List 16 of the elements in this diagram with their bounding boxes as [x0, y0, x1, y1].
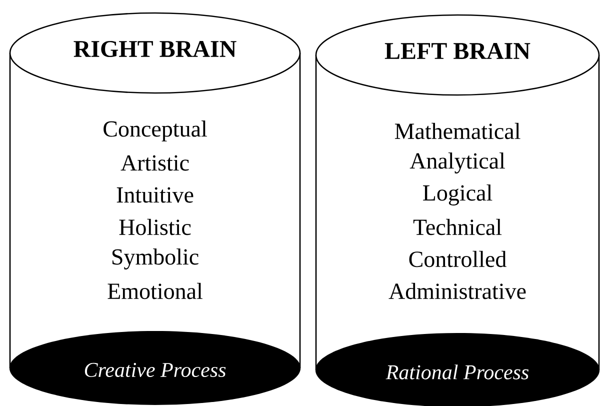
list-item: Emotional [108, 282, 202, 300]
list-item: Technical [413, 218, 502, 236]
list-item: Controlled [409, 250, 506, 268]
process-label: Rational Process [386, 364, 529, 380]
list-item: Analytical [410, 152, 505, 174]
list-item: Mathematical [394, 122, 520, 140]
process-label: Creative Process [84, 362, 226, 378]
list-item: Logical [423, 184, 492, 206]
list-item: Symbolic [112, 248, 198, 270]
heading: RIGHT BRAIN [74, 40, 236, 58]
heading: LEFT BRAIN [384, 43, 530, 59]
list-item: Artistic [120, 155, 189, 171]
list-item: Holistic [119, 218, 191, 236]
list-item: Administrative [388, 282, 526, 300]
list-item: Intuitive [116, 187, 194, 203]
list-item: Conceptual [104, 120, 207, 142]
